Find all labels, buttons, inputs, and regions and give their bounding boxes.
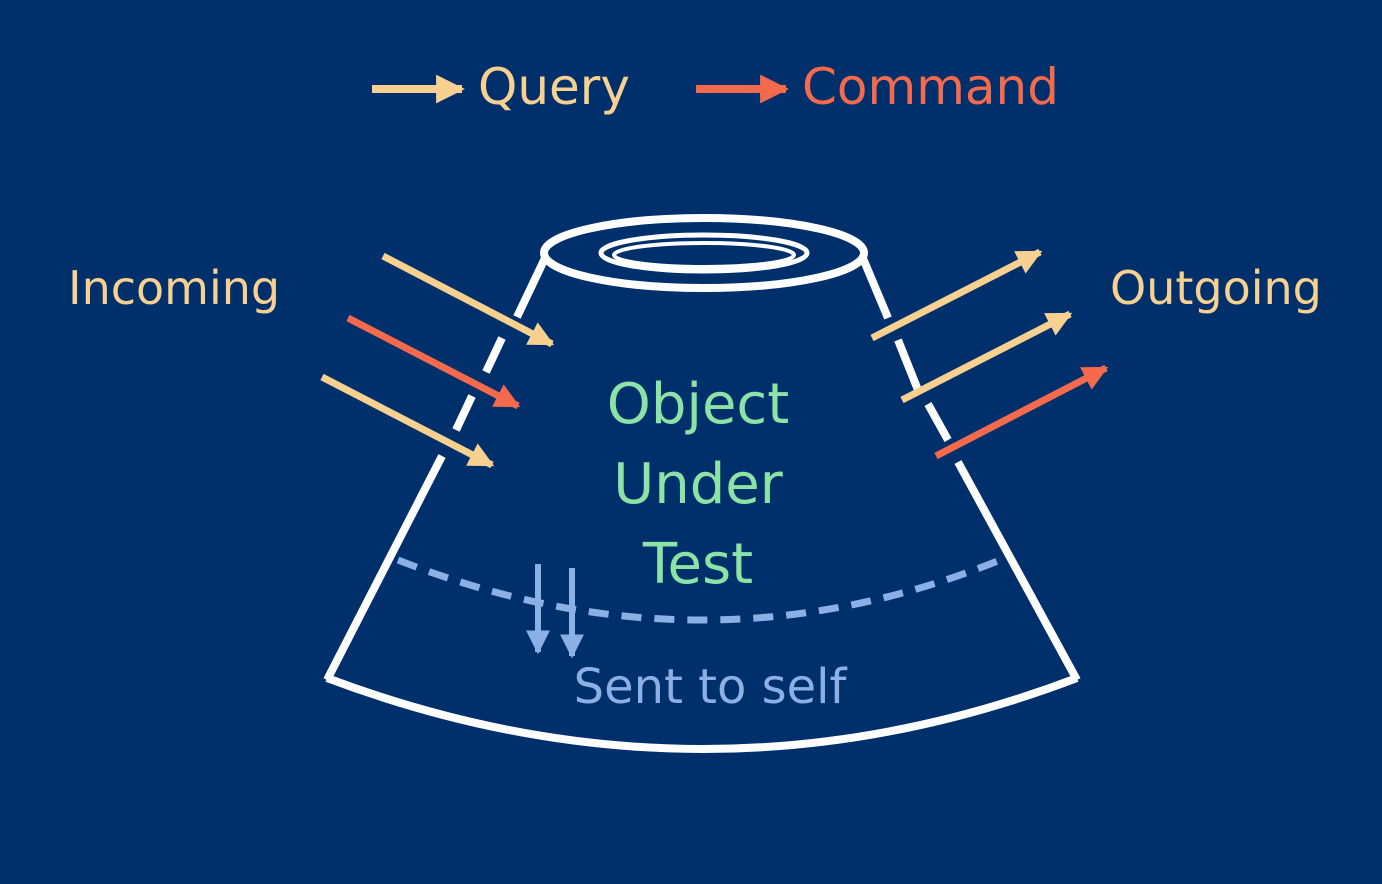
outgoing-label: Outgoing <box>1110 261 1322 315</box>
object-left-wall-lower <box>323 454 446 682</box>
object-outline <box>323 214 1081 753</box>
incoming-query-arrow-2 <box>320 373 495 469</box>
self-arrows <box>526 564 584 659</box>
incoming-arrows <box>320 252 555 469</box>
outgoing-arrows <box>870 248 1109 460</box>
object-right-wall-seg2 <box>924 402 952 442</box>
object-right-wall-upper <box>858 254 892 320</box>
outgoing-query-arrow-1 <box>870 248 1043 342</box>
object-label-line1: Object <box>607 372 789 437</box>
legend: Query Command <box>372 58 1059 116</box>
object-left-wall-upper <box>513 254 550 319</box>
legend-command-label: Command <box>802 58 1059 116</box>
outgoing-query-arrow-2 <box>900 310 1073 404</box>
legend-query-label: Query <box>478 58 630 116</box>
incoming-command-arrow <box>346 314 521 410</box>
outgoing-command-arrow <box>934 364 1109 460</box>
object-label-line2: Under <box>613 452 783 517</box>
object-bottom-arc <box>325 674 1079 753</box>
object-right-wall-lower <box>954 460 1081 682</box>
object-label-line3: Test <box>642 532 753 597</box>
sent-to-self-label: Sent to self <box>574 659 848 715</box>
object-top-opening-outer <box>598 232 810 274</box>
object-left-wall-seg1 <box>482 336 506 374</box>
object-top-opening-inner <box>612 241 796 269</box>
incoming-label: Incoming <box>68 261 280 315</box>
incoming-query-arrow-1 <box>381 252 555 348</box>
object-right-wall-seg1 <box>894 338 922 392</box>
object-left-wall-seg2 <box>452 394 476 432</box>
object-top-rim <box>540 214 868 292</box>
self-boundary-dashed <box>396 556 1002 624</box>
